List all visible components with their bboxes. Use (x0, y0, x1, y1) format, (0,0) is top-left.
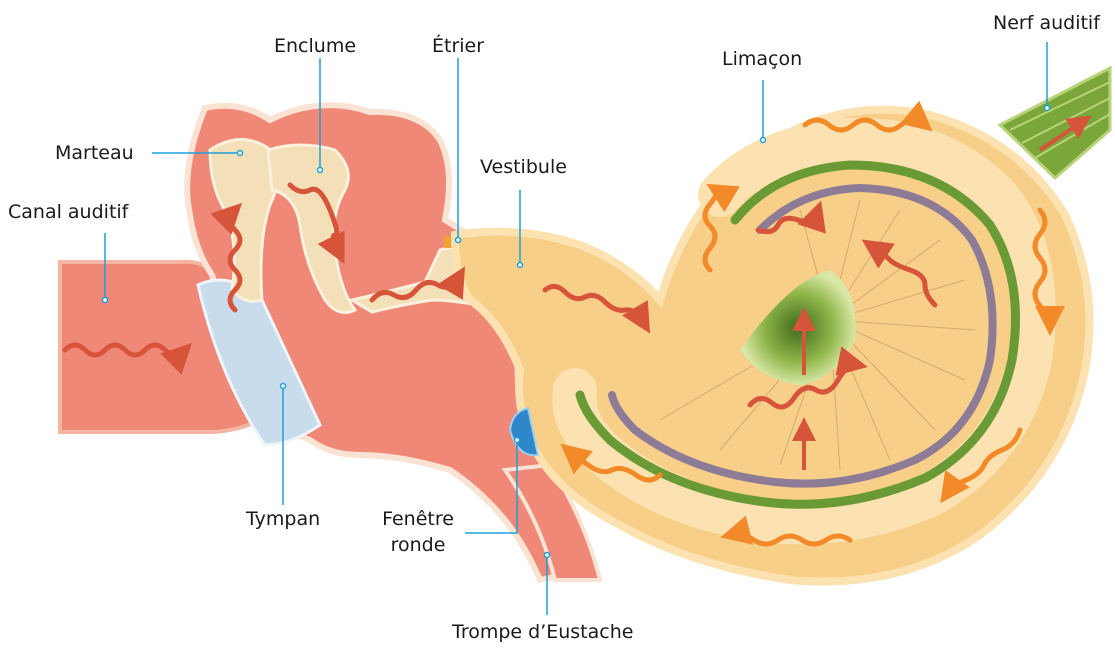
label-canal-auditif: Canal auditif (8, 201, 128, 223)
label-tympan: Tympan (246, 508, 320, 530)
label-limacon: Limaçon (722, 48, 802, 70)
label-trompe-eustache: Trompe d’Eustache (452, 621, 633, 643)
label-nerf-auditif: Nerf auditif (993, 12, 1100, 34)
label-enclume: Enclume (274, 35, 356, 57)
label-fenetre-ronde-line2: ronde (370, 534, 466, 556)
label-marteau: Marteau (55, 142, 134, 164)
label-etrier: Étrier (432, 35, 484, 57)
label-fenetre-ronde-line1: Fenêtre (370, 508, 466, 530)
label-vestibule: Vestibule (480, 156, 567, 178)
